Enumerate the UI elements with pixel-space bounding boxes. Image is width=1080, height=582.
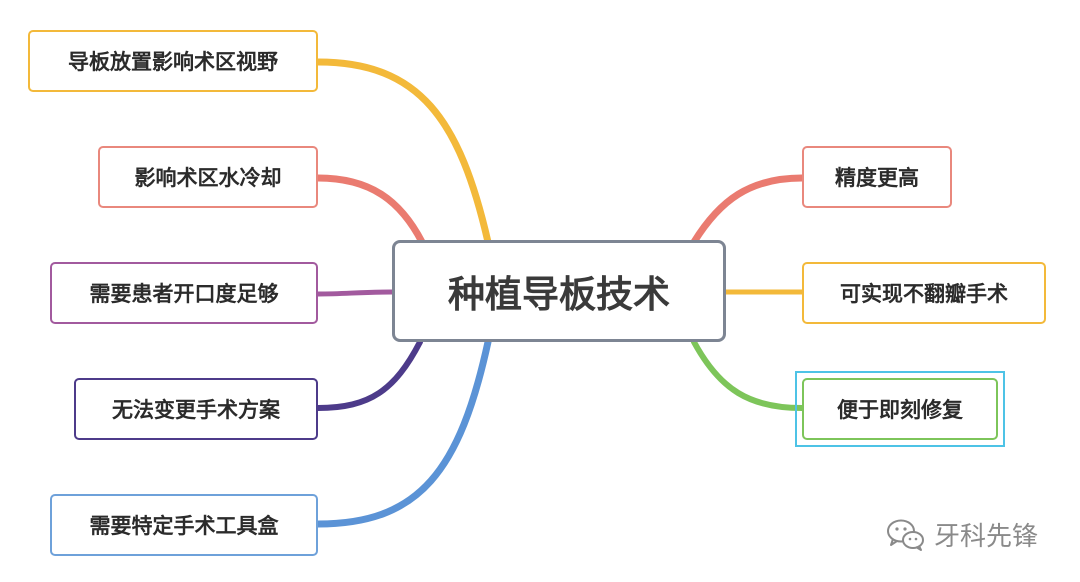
topic-left-4: 无法变更手术方案 [74, 378, 318, 440]
branch-left-4 [315, 339, 423, 411]
topic-left-2: 影响术区水冷却 [98, 146, 318, 208]
topic-left-5: 需要特定手术工具盒 [50, 494, 318, 556]
central-topic: 种植导板技术 [392, 240, 726, 342]
branch-left-5 [314, 338, 492, 528]
topic-right-1: 精度更高 [802, 146, 952, 208]
watermark: 牙科先锋 [886, 516, 1038, 553]
topic-right-3: 便于即刻修复 [802, 378, 998, 440]
branch-left-2 [314, 174, 426, 246]
topic-left-3: 需要患者开口度足够 [50, 262, 318, 324]
selection-frame [795, 371, 1005, 447]
branch-left-3 [315, 289, 395, 297]
topic-right-2: 可实现不翻瓣手术 [802, 262, 1046, 324]
wechat-icon [887, 519, 924, 551]
branch-right-1 [690, 174, 806, 246]
watermark-text: 牙科先锋 [934, 522, 1039, 552]
branch-left-1 [314, 58, 492, 246]
topic-left-1: 导板放置影响术区视野 [28, 30, 318, 92]
branch-right-3 [691, 339, 805, 411]
